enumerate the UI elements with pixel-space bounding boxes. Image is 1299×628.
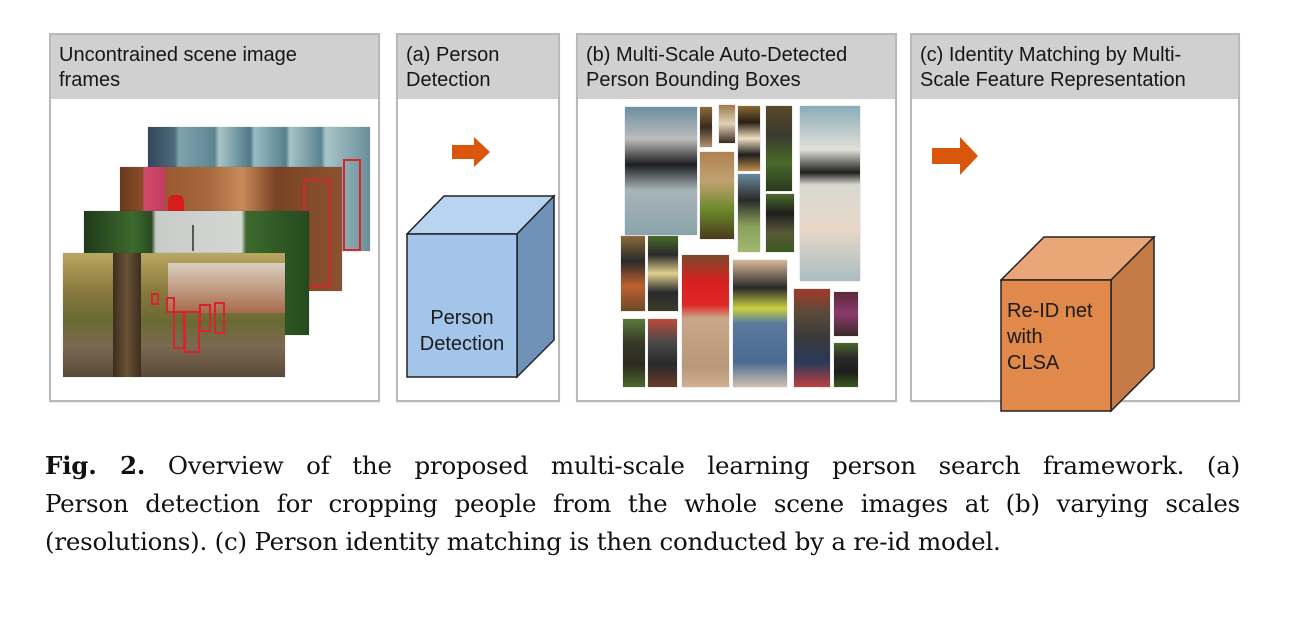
person-crop (623, 319, 645, 387)
panel-title-line: Person Bounding Boxes (586, 69, 801, 91)
panel-header: (a) Person Detection (398, 35, 558, 99)
person-crop (648, 236, 678, 311)
scene-frames-stack (51, 99, 378, 400)
detection-bbox (214, 302, 225, 334)
detection-bbox (166, 297, 175, 313)
panel-title-line: Uncontrained scene image (59, 44, 297, 66)
cube-label: Person Detection (407, 305, 517, 357)
panel-header: (c) Identity Matching by Multi- Scale Fe… (912, 35, 1238, 99)
panel-bounding-boxes: (b) Multi-Scale Auto-Detected Person Bou… (576, 33, 897, 402)
panel-title-line: (c) Identity Matching by Multi- (920, 44, 1182, 66)
person-detection-cube (406, 194, 556, 379)
person-crop (794, 289, 830, 387)
person-crop (766, 106, 792, 191)
panel-header: Uncontrained scene image frames (51, 35, 378, 99)
panel-body: Re-ID net with CLSA (912, 99, 1238, 413)
cube-label-line: Re-ID net (1007, 300, 1093, 322)
person-crop (621, 236, 645, 311)
person-crop (834, 343, 858, 387)
caption-line: Person detection for cropping people fro… (45, 489, 1240, 518)
detection-bbox (151, 293, 159, 305)
reid-net-cube (1000, 236, 1156, 413)
cube-label-line: CLSA (1007, 352, 1060, 374)
person-crop (738, 174, 760, 252)
person-crop (834, 292, 858, 336)
panel-scene-frames: Uncontrained scene image frames (49, 33, 380, 402)
scene-frame-garden-path (63, 253, 285, 377)
utility-pole (192, 225, 194, 251)
person-crop (700, 107, 712, 147)
caption-line: (resolutions). (c) Person identity match… (45, 527, 1001, 556)
person-crop (648, 319, 677, 387)
arrow-right-icon (932, 137, 978, 175)
person-crop (766, 194, 794, 252)
cube-label-line: with (1007, 326, 1043, 348)
panel-header: (b) Multi-Scale Auto-Detected Person Bou… (578, 35, 895, 99)
panel-person-detection: (a) Person Detection Person Detection (396, 33, 560, 402)
building (168, 263, 285, 313)
panel-title-line: (a) Person (406, 44, 500, 66)
arrow-right-icon (452, 137, 490, 167)
person-crop (738, 106, 760, 171)
detection-bbox (199, 304, 211, 332)
panel-title-line: Detection (406, 69, 491, 91)
tree-trunk (113, 253, 141, 377)
detection-bbox (184, 311, 200, 353)
panel-title-line: Scale Feature Representation (920, 69, 1186, 91)
panel-identity-matching: (c) Identity Matching by Multi- Scale Fe… (910, 33, 1240, 413)
caption-text: Overview of the proposed multi-scale lea… (145, 451, 1240, 480)
figure-caption: Fig. 2. Overview of the proposed multi-s… (45, 447, 1240, 561)
person-crop (719, 105, 735, 143)
panel-title-line: frames (59, 69, 121, 91)
caption-line: Fig. 2. Overview of the proposed multi-s… (45, 447, 1240, 485)
person-crop (700, 152, 734, 239)
cube-label: Re-ID net with CLSA (1007, 298, 1117, 376)
panel-body: Person Detection (398, 99, 558, 400)
detection-bbox (343, 159, 361, 251)
panel-title-line: (b) Multi-Scale Auto-Detected (586, 44, 848, 66)
person-crop (625, 107, 697, 235)
bbox-collage (578, 99, 895, 400)
cube-label-line: Detection (419, 333, 505, 355)
person-crop (682, 255, 729, 387)
person-crop (733, 260, 787, 387)
figure-label: Fig. 2. (45, 451, 146, 480)
person-crop (800, 106, 860, 281)
cube-label-line: Person (430, 307, 494, 329)
